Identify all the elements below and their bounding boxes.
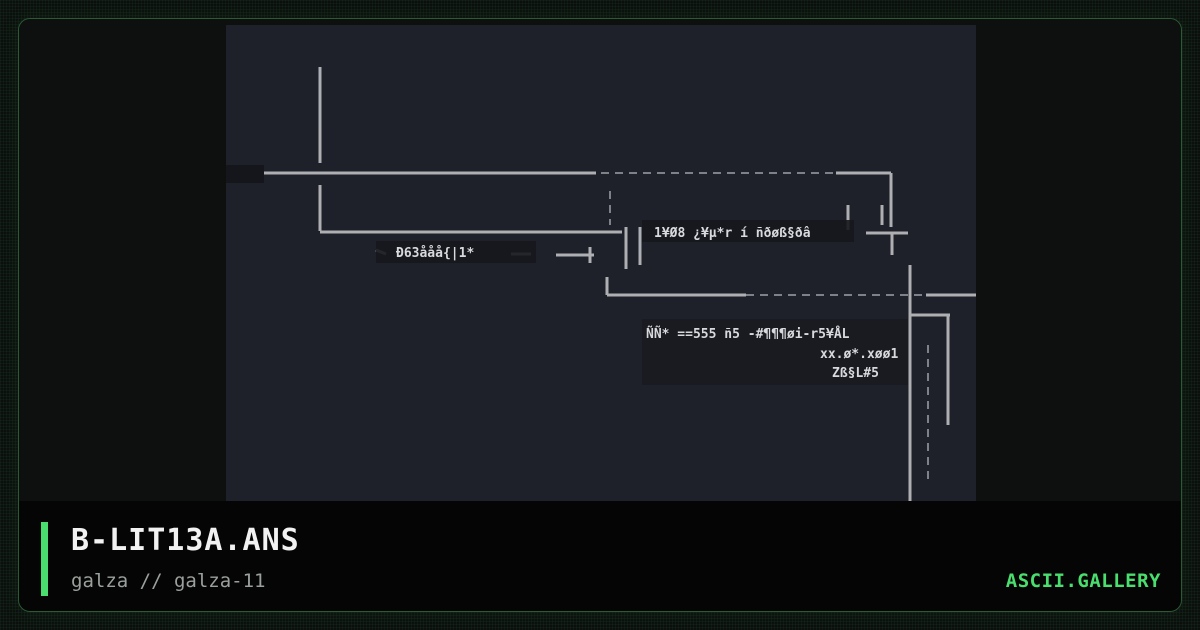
artwork-title[interactable]: B-LIT13A.ANS bbox=[71, 523, 300, 558]
accent-bar bbox=[41, 522, 48, 596]
art-label-plate bbox=[642, 220, 854, 242]
artwork-card[interactable]: Ð63ååå{|1* 1¥Ø8 ¿¥µ*r í ñðøß§ðâ ÑÑ* ==55… bbox=[18, 18, 1182, 612]
art-text-row-4: xx.ø*.xøø1 bbox=[820, 347, 898, 362]
art-label-plate bbox=[642, 319, 908, 385]
ansi-art-preview-icon: Ð63ååå{|1* 1¥Ø8 ¿¥µ*r í ñðøß§ðâ ÑÑ* ==55… bbox=[226, 67, 976, 501]
art-label-plate bbox=[376, 241, 536, 263]
art-text-row-3: ÑÑ* ==555 ñ5 -#¶¶¶øi-r5¥ÅL bbox=[646, 326, 850, 342]
artwork-preview[interactable]: Ð63ååå{|1* 1¥Ø8 ¿¥µ*r í ñðøß§ðâ ÑÑ* ==55… bbox=[226, 25, 976, 501]
art-label-plate bbox=[226, 165, 264, 183]
art-text-row-1: Ð63ååå{|1* bbox=[396, 246, 474, 261]
artwork-info-bar: B-LIT13A.ANS galza // galza-11 ASCII.GAL… bbox=[19, 501, 1181, 611]
artwork-credits[interactable]: galza // galza-11 bbox=[71, 570, 266, 592]
art-text-row-2: 1¥Ø8 ¿¥µ*r í ñðøß§ðâ bbox=[654, 226, 811, 241]
art-text-row-5: Zß§L#5 bbox=[832, 366, 879, 381]
site-brand-link[interactable]: ASCII.GALLERY bbox=[1005, 570, 1161, 592]
artwork-stage: Ð63ååå{|1* 1¥Ø8 ¿¥µ*r í ñðøß§ðâ ÑÑ* ==55… bbox=[19, 19, 1181, 501]
